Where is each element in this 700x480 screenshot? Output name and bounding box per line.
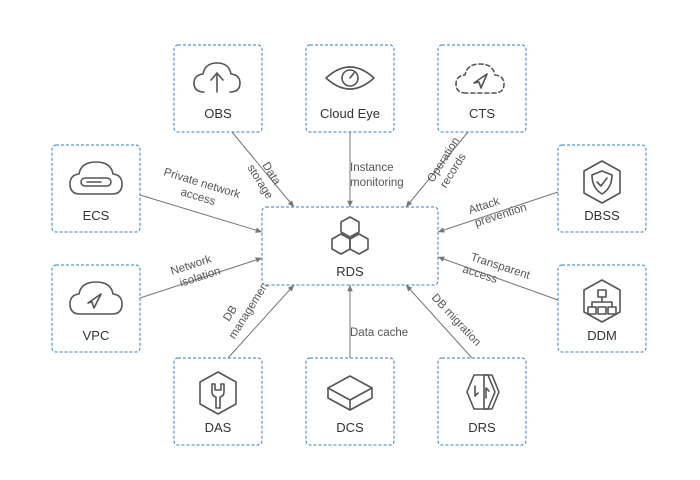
edge-drs bbox=[405, 284, 473, 359]
node-label-vpc: VPC bbox=[83, 328, 110, 343]
edge-label-cts: Operationrecords bbox=[425, 135, 474, 192]
node-label-drs: DRS bbox=[468, 420, 496, 435]
ddm-node[interactable]: DDM bbox=[557, 264, 647, 353]
obs-node[interactable]: OBS bbox=[173, 44, 263, 133]
edge-label-ddm: Transparentaccess bbox=[461, 250, 532, 295]
shield-icon bbox=[583, 160, 621, 204]
edges bbox=[139, 131, 559, 359]
node-label-obs: OBS bbox=[204, 106, 232, 121]
node-label-ddm: DDM bbox=[587, 328, 617, 343]
edge-ddm bbox=[437, 256, 559, 301]
node-label-dbss: DBSS bbox=[584, 208, 620, 223]
edge-vpc bbox=[139, 257, 263, 299]
wrench-icon bbox=[199, 371, 237, 415]
drs-node[interactable]: DRS bbox=[437, 357, 527, 446]
node-label-cloud-eye: Cloud Eye bbox=[320, 106, 380, 121]
rds-node[interactable]: RDS bbox=[261, 206, 439, 286]
edge-das bbox=[227, 284, 295, 359]
edge-obs bbox=[231, 131, 295, 208]
dcs-node[interactable]: DCS bbox=[305, 357, 395, 446]
vpc-node[interactable]: VPC bbox=[51, 264, 141, 353]
edge-label-ecs: Private networkaccess bbox=[158, 166, 242, 214]
edge-label-dbss: Attackprevention bbox=[467, 188, 528, 230]
cache-block-icon bbox=[327, 375, 373, 411]
edge-ecs bbox=[139, 194, 263, 233]
node-label-das: DAS bbox=[205, 420, 232, 435]
cloud-eye-node[interactable]: Cloud Eye bbox=[305, 44, 395, 133]
ecs-node[interactable]: ECS bbox=[51, 144, 141, 233]
das-node[interactable]: DAS bbox=[173, 357, 263, 446]
cloud-upload-icon bbox=[193, 62, 241, 93]
replication-icon bbox=[466, 374, 500, 410]
cloud-trace-icon bbox=[455, 63, 505, 94]
edge-label-vpc: Networkisolation bbox=[169, 252, 222, 291]
node-label-dcs: DCS bbox=[336, 420, 364, 435]
edge-cts bbox=[405, 131, 469, 208]
cts-node[interactable]: CTS bbox=[437, 44, 527, 133]
eye-icon bbox=[325, 66, 375, 90]
node-label-cts: CTS bbox=[469, 106, 495, 121]
node-label-rds: RDS bbox=[336, 264, 364, 279]
cloud-network-icon bbox=[69, 281, 123, 315]
cloud-server-icon bbox=[69, 161, 123, 195]
edge-dbss bbox=[437, 191, 559, 233]
dbss-node[interactable]: DBSS bbox=[557, 144, 647, 233]
distributed-tree-icon bbox=[583, 279, 621, 323]
node-label-ecs: ECS bbox=[83, 208, 110, 223]
hexagon-cluster-icon bbox=[331, 216, 369, 255]
edge-label-obs: Datastorage bbox=[244, 155, 286, 201]
edge-label-dcs: Data cache bbox=[350, 327, 408, 339]
